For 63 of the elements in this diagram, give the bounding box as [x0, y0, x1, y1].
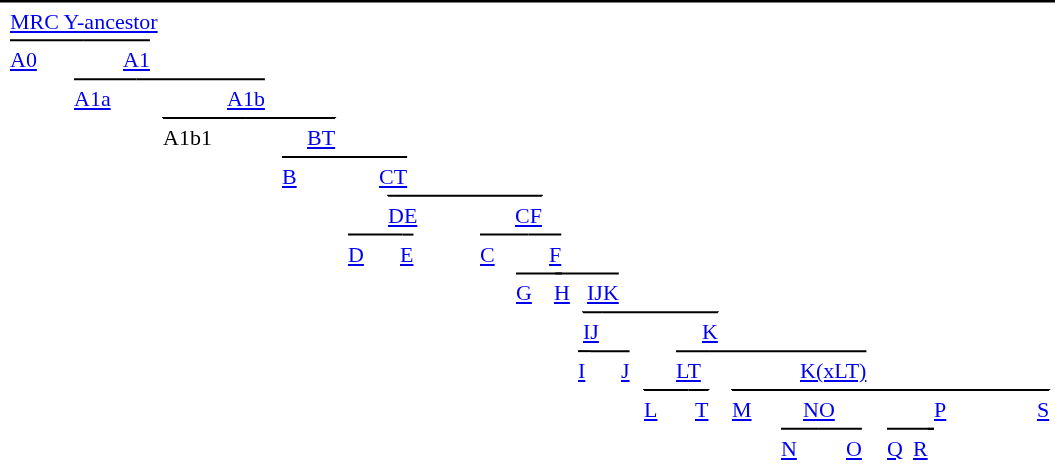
tree-line — [577, 350, 592, 353]
haplogroup-link: IJ — [583, 312, 599, 352]
haplogroup-link: K — [702, 312, 718, 352]
tree-line — [708, 350, 868, 353]
tree-line — [675, 350, 711, 353]
haplogroup-label: A1b1 — [163, 118, 212, 157]
haplogroup-link: NO — [803, 390, 835, 429]
haplogroup-link: S — [1037, 390, 1050, 429]
tree-line — [387, 194, 395, 197]
haplogroup-link: E — [400, 234, 414, 274]
haplogroup-link: G — [516, 273, 532, 313]
haplogroup-link: M — [732, 390, 752, 429]
tree-line — [9, 39, 85, 42]
haplogroup-link: Q — [887, 428, 903, 464]
tree-line — [135, 78, 266, 81]
haplogroup-link: A1b — [227, 79, 265, 119]
tree-line — [320, 155, 409, 158]
haplogroup-link: IJK — [587, 273, 619, 313]
tree-line — [817, 389, 835, 391]
haplogroup-link: BT — [307, 118, 336, 157]
haplogroup-link: A1a — [74, 79, 111, 119]
tree-line — [582, 311, 604, 314]
tree-line — [926, 427, 935, 430]
haplogroup-link: N — [781, 428, 797, 464]
tree-line — [281, 155, 323, 158]
tree-line — [392, 194, 543, 197]
haplogroup-link: P — [934, 390, 947, 429]
haplogroup-link: J — [621, 351, 630, 390]
tree-line — [244, 117, 337, 120]
haplogroup-link: C — [480, 234, 495, 274]
tree-line — [401, 233, 415, 236]
tree-line — [479, 233, 530, 236]
haplogroup-link: CF — [515, 195, 542, 235]
haplogroup-link: O — [846, 428, 862, 464]
tree-line — [643, 389, 690, 391]
tree-line — [73, 78, 138, 81]
tree-line — [554, 272, 620, 275]
tree-line — [780, 427, 820, 430]
haplogroup-link: I — [578, 351, 586, 390]
haplogroup-link: F — [549, 234, 562, 274]
haplogroup-link: A0 — [10, 40, 37, 80]
haplogroup-link: D — [348, 234, 364, 274]
haplogroup-link: A1 — [123, 40, 150, 80]
haplogroup-link: L — [644, 390, 658, 429]
haplogroup-link: B — [282, 156, 297, 196]
tree-line — [832, 389, 1051, 391]
tree-line — [162, 117, 247, 120]
haplogroup-link: H — [554, 273, 570, 313]
haplogroup-link: MRC Y-ancestor — [10, 1, 158, 41]
haplogroup-link: CT — [379, 156, 408, 196]
tree-line — [527, 233, 563, 236]
tree-line — [589, 350, 631, 353]
haplogroup-link: R — [913, 428, 928, 464]
haplogroup-link: LT — [676, 351, 701, 390]
tree-line — [515, 272, 557, 275]
tree-line — [601, 311, 719, 314]
tree-line — [82, 39, 151, 42]
haplogroup-link: T — [695, 390, 709, 429]
tree-line — [817, 427, 863, 430]
tree-line — [347, 233, 404, 236]
haplogroup-link: K(xLT) — [800, 351, 867, 390]
tree-line — [687, 389, 710, 391]
haplogroup-link: DE — [388, 195, 418, 235]
